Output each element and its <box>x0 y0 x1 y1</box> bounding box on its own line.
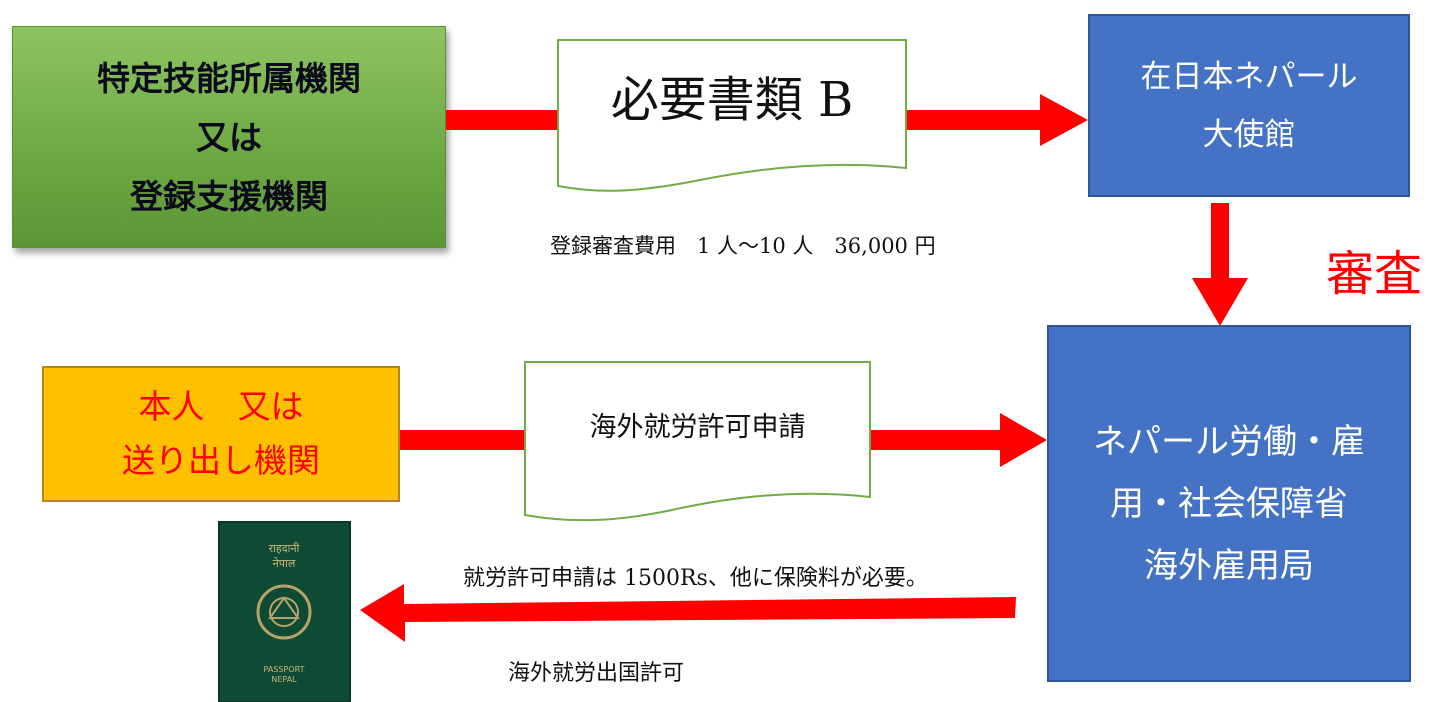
document-b-label: 必要書類 B <box>610 72 854 128</box>
overseas-permit-document-label: 海外就労許可申請 <box>589 412 806 443</box>
ministry-box: ネパール労働・雇 用・社会保障省 海外雇用局 <box>1047 325 1411 682</box>
arrow-ministry-to-passport <box>360 584 1016 642</box>
embassy-line-1: 在日本ネパール <box>1140 58 1358 95</box>
ministry-line-2: 用・社会保障省 <box>1110 483 1348 524</box>
organization-line-3: 登録支援機関 <box>130 176 328 216</box>
arrow-doc-to-ministry <box>870 413 1047 467</box>
arrow-doc-to-embassy <box>906 94 1088 146</box>
arrow-embassy-to-ministry <box>1192 203 1248 326</box>
document-b-shape <box>557 39 907 192</box>
review-label: 審査 <box>1326 246 1423 302</box>
permit-fee-note: 就労許可申請は 1500Rs、他に保険料が必要。 <box>463 566 928 591</box>
passport-bottom-line-1: PASSPORT <box>264 665 305 674</box>
applicant-box: 本人 又は 送り出し機関 <box>42 366 400 502</box>
organization-box: 特定技能所属機関 又は 登録支援機関 <box>12 26 446 248</box>
emblem-icon <box>256 584 312 640</box>
organization-line-2: 又は <box>196 117 262 157</box>
embassy-box: 在日本ネパール 大使館 <box>1088 14 1410 197</box>
arrow-org-to-doc <box>446 110 558 130</box>
registration-fee-text: 登録審査費用 1 人～10 人 36,000 円 <box>550 234 936 258</box>
exit-permit-label: 海外就労出国許可 <box>508 661 685 686</box>
passport-bottom-line-2: NEPAL <box>271 675 297 684</box>
passport-title-line-1: राहदानी <box>269 542 300 555</box>
passport-title-line-2: नेपाल <box>273 557 296 570</box>
applicant-line-2: 送り出し機関 <box>122 441 320 480</box>
ministry-line-1: ネパール労働・雇 <box>1093 421 1365 462</box>
passport-image: राहदानी नेपाल PASSPORT NEPAL <box>218 521 351 702</box>
organization-line-1: 特定技能所属機関 <box>97 58 361 98</box>
permit-document-shape <box>524 361 871 522</box>
ministry-line-3: 海外雇用局 <box>1144 545 1314 586</box>
embassy-line-2: 大使館 <box>1202 116 1296 153</box>
arrow-applicant-to-doc <box>400 430 525 450</box>
applicant-line-1: 本人 又は <box>138 387 304 426</box>
